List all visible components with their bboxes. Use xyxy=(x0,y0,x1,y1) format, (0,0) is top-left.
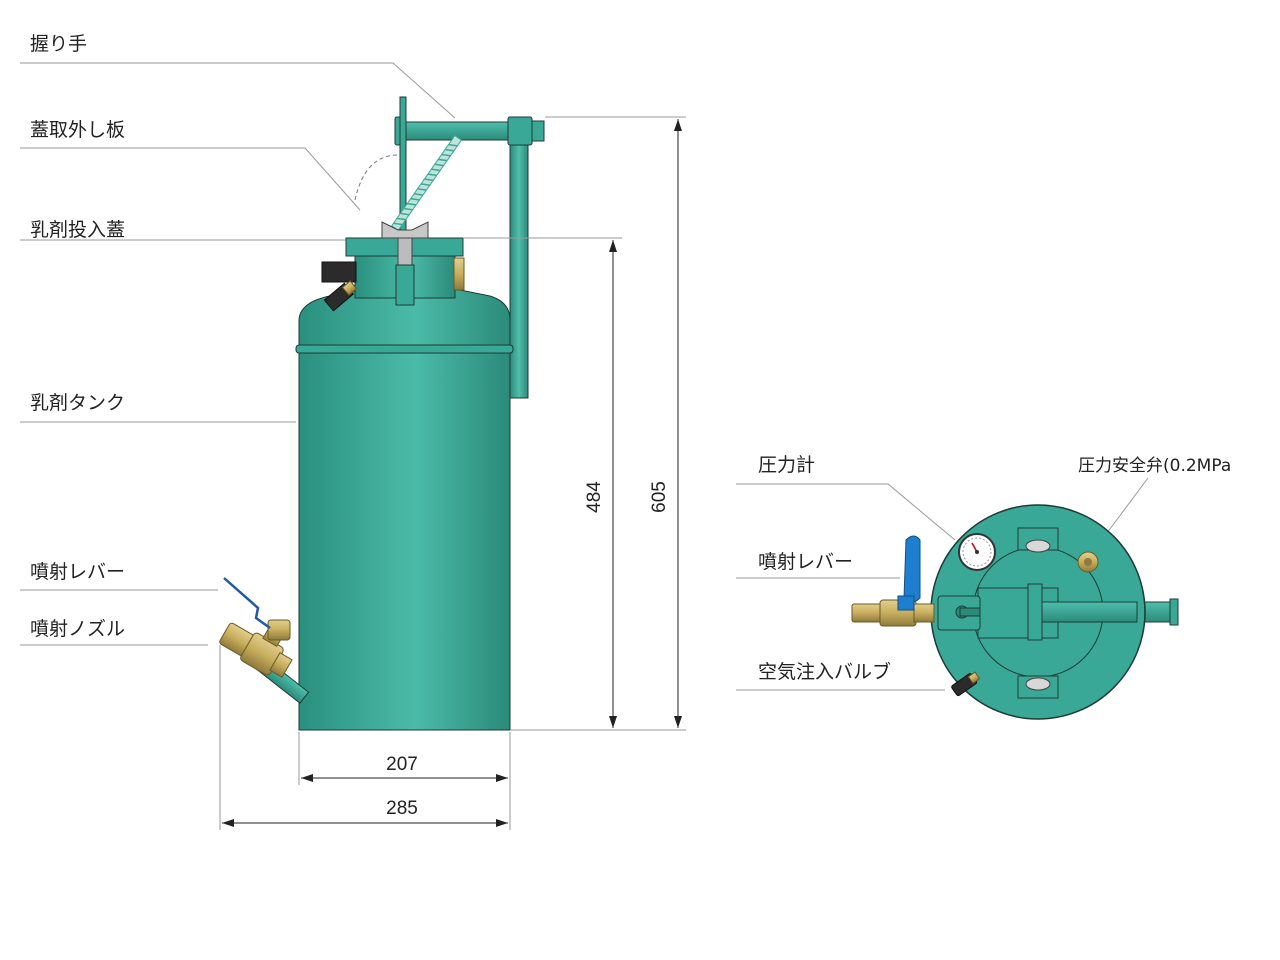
label-handle: 握り手 xyxy=(30,33,87,55)
side-view: 握り手 蓋取外し板 乳剤投入蓋 乳剤タンク 噴射レバー 噴射ノズル xyxy=(20,33,686,830)
label-air-valve: 空気注入バルブ xyxy=(758,660,891,683)
handle-clamp xyxy=(507,116,533,146)
lid-side-fitting xyxy=(453,257,465,291)
tank-band xyxy=(295,344,514,354)
label-lever: 噴射レバー xyxy=(30,561,125,583)
swing-arc xyxy=(354,154,399,201)
dim-overall-width: 285 xyxy=(386,798,418,819)
lever-wire xyxy=(223,577,271,630)
tank-body xyxy=(298,349,511,731)
top-air-valve xyxy=(951,671,981,697)
dimension-lines-side xyxy=(219,116,686,830)
label-lever-top: 噴射レバー xyxy=(758,551,853,573)
top-view: 圧力計 圧力安全弁(0.2MPa 噴射レバー 空気注入バルブ xyxy=(736,454,1231,720)
dim-body-width: 207 xyxy=(386,754,418,775)
label-safety-valve: 圧力安全弁(0.2MPa xyxy=(1078,456,1231,476)
pressure-gauge-icon xyxy=(958,533,996,571)
label-lid: 乳剤投入蓋 xyxy=(30,219,125,241)
blue-lever xyxy=(903,535,921,603)
top-handle-cap xyxy=(1169,598,1179,626)
top-spray-assembly xyxy=(851,535,935,627)
top-bolt-lower xyxy=(1025,677,1051,691)
label-tank: 乳剤タンク xyxy=(30,392,125,414)
leader-lines-left xyxy=(20,62,456,646)
handle-post xyxy=(509,119,529,399)
top-handle-bar xyxy=(1041,601,1138,623)
wing-nut-icon xyxy=(381,221,429,306)
safety-valve-icon xyxy=(1077,551,1099,573)
ball-valve-icon xyxy=(219,577,293,678)
label-lid-plate: 蓋取外し板 xyxy=(30,119,125,141)
dim-body-height: 484 xyxy=(584,481,605,513)
label-gauge: 圧力計 xyxy=(758,454,815,476)
air-valve-side xyxy=(323,280,358,312)
dim-overall-height: 605 xyxy=(649,481,670,513)
top-bolt-upper xyxy=(1025,539,1051,553)
label-nozzle: 噴射ノズル xyxy=(30,618,125,640)
handle-end-right xyxy=(531,120,545,142)
top-lid-plate xyxy=(1027,583,1043,641)
lid-left-block xyxy=(321,261,357,283)
